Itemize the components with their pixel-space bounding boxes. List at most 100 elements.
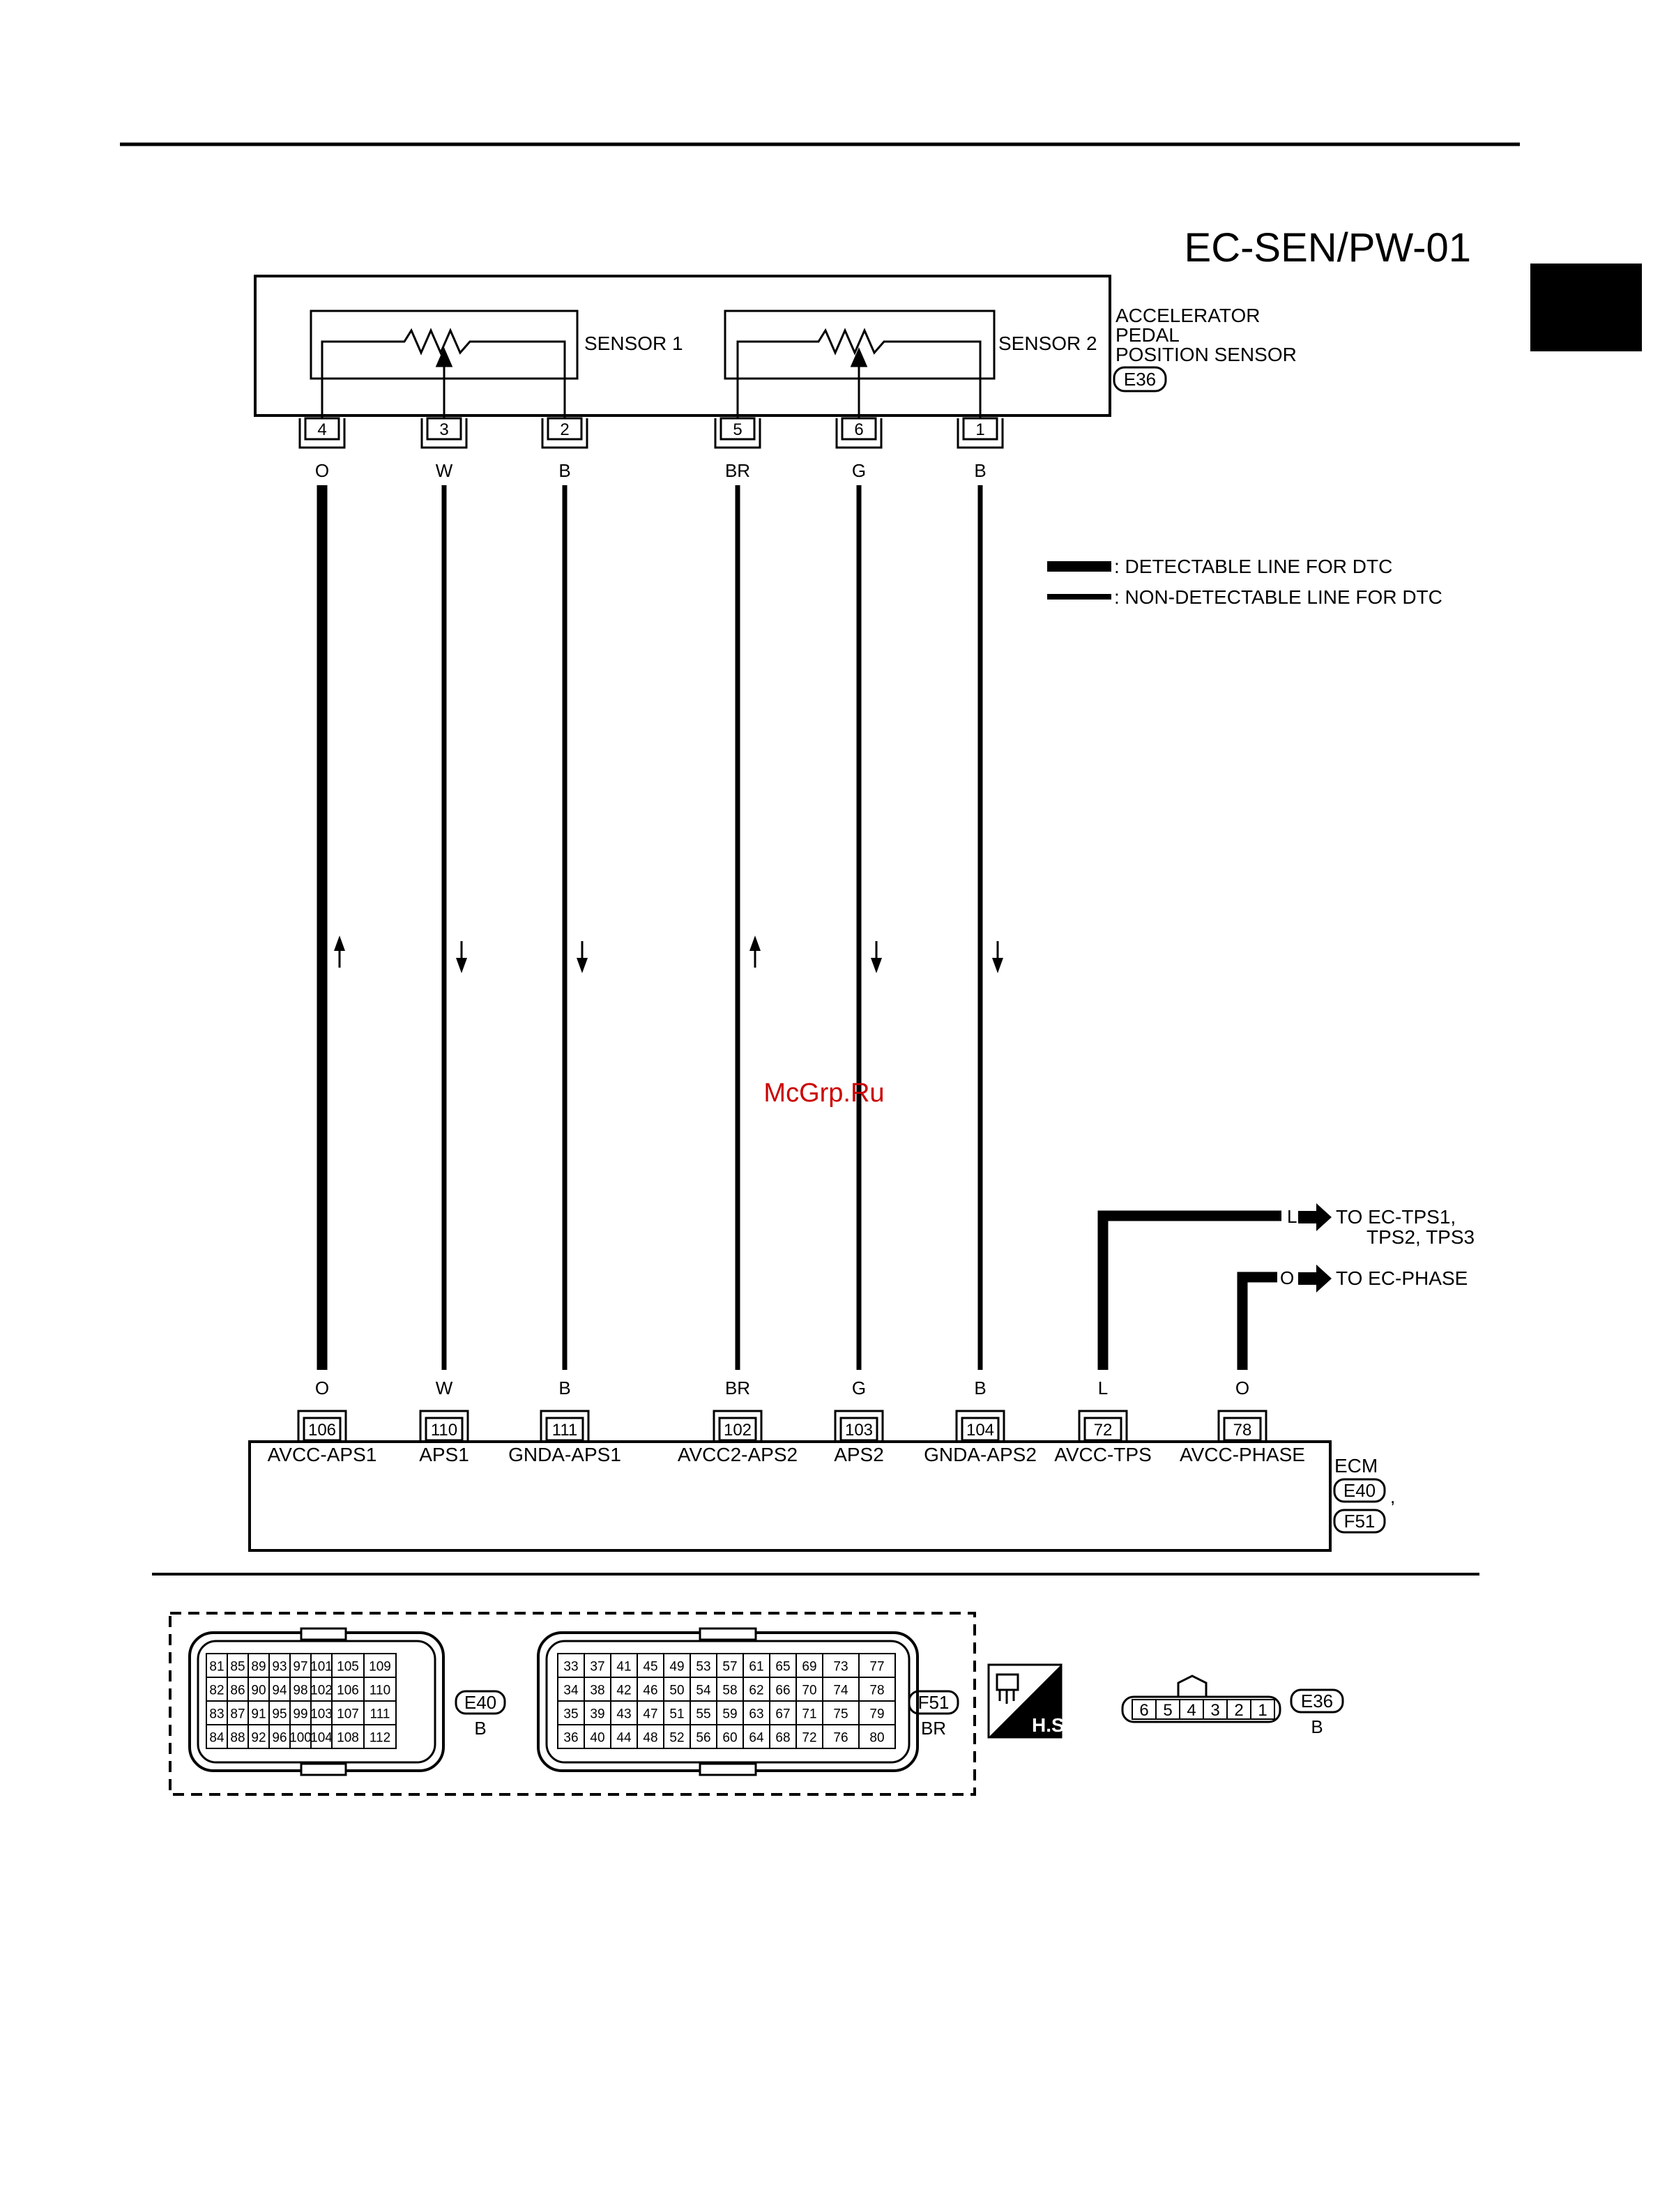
ecm-pin-number: 72 [1094, 1421, 1113, 1440]
sensor-pin-box [426, 417, 462, 441]
cavity-number: 96 [272, 1730, 287, 1745]
cavity-number: 73 [833, 1659, 848, 1674]
sensor1-potentiometer [321, 328, 566, 418]
sensor-terminal [298, 418, 346, 449]
cavity-number: 69 [802, 1659, 816, 1674]
cavity-number: 77 [869, 1659, 884, 1674]
branch-phase-color: O [1280, 1267, 1294, 1288]
ecm-pin-box [1223, 1417, 1262, 1442]
legend-detectable-swatch [1047, 561, 1111, 572]
watermark: McGrp.Ru [763, 1078, 884, 1108]
wire-color-top: W [436, 460, 453, 481]
sensor-connector-id: E36 [1124, 369, 1156, 390]
sensor-terminal [420, 418, 468, 449]
ecm-pin-label: AVCC-PHASE [1180, 1444, 1305, 1465]
wire-circuit: 2BB [541, 417, 588, 1398]
e40-color: B [474, 1718, 486, 1739]
cavity-number: 71 [802, 1707, 816, 1721]
cavity-number: 65 [775, 1659, 790, 1674]
ecm-connector-separator: , [1390, 1486, 1395, 1507]
ecm-pin-label: AVCC2-APS2 [678, 1444, 798, 1465]
ecm-pin-label: AVCC-APS1 [268, 1444, 377, 1465]
cavity-number: 34 [563, 1683, 579, 1698]
ecm-connector-id-1: E40 [1343, 1480, 1376, 1501]
sensor-name-line-3: POSITION SENSOR [1115, 344, 1297, 365]
cavity-number: 104 [310, 1730, 333, 1745]
cavity-number: 51 [669, 1707, 684, 1721]
sensor-pin-number: 2 [560, 420, 569, 439]
sensor-name-line-1: ACCELERATOR [1115, 305, 1260, 326]
sensor-pin-number: 6 [854, 420, 863, 439]
ecm-pin-box [961, 1417, 1000, 1442]
cavity-number: 50 [669, 1683, 684, 1698]
cavity-number: 37 [590, 1659, 604, 1674]
cavity-number: 4 [1187, 1701, 1196, 1720]
cavity-number: 98 [293, 1683, 307, 1698]
f51-name-badge [908, 1690, 959, 1715]
cavity-number: 106 [337, 1683, 359, 1698]
cavity-number: 36 [563, 1730, 578, 1745]
ecm-terminal-bracket [1078, 1410, 1128, 1442]
cavity-number: 59 [722, 1707, 737, 1721]
cavity-number: 85 [230, 1659, 245, 1674]
ecm-pin-label: APS2 [834, 1444, 884, 1465]
cavity-number: 84 [209, 1730, 224, 1745]
cavity-number: 78 [869, 1683, 884, 1698]
wire-circuit: 4OO [298, 417, 346, 1398]
cavity-number: 87 [230, 1707, 245, 1721]
branch-phase-color-ecm: O [1235, 1378, 1249, 1398]
cavity-number: 88 [230, 1730, 245, 1745]
cavity-number: 74 [833, 1683, 848, 1698]
sensor-terminal [835, 418, 883, 449]
ecm-pin-label: AVCC-TPS [1054, 1444, 1152, 1465]
connector-cavity [1250, 1699, 1275, 1720]
ecm-pin-number: 104 [966, 1421, 994, 1440]
e36-name: E36 [1301, 1691, 1333, 1711]
sensor-box [254, 275, 1111, 417]
ecm-pin-box [425, 1417, 464, 1442]
branch-phase-arrow-icon [1298, 1265, 1332, 1292]
cavity-number: 1 [1258, 1701, 1267, 1720]
cavity-number: 107 [337, 1707, 359, 1721]
cavity-number: 67 [775, 1707, 790, 1721]
branch-tps-arrow-icon [1298, 1203, 1332, 1231]
branch-phase-target: TO EC-PHASE [1336, 1267, 1468, 1289]
page-title: EC-SEN/PW-01 [1185, 225, 1471, 270]
cavity-number: 72 [802, 1730, 816, 1745]
cavity-number: 92 [251, 1730, 266, 1745]
cavity-number: 103 [310, 1707, 333, 1721]
cavity-number: 109 [369, 1659, 391, 1674]
cavity-number: 40 [590, 1730, 604, 1745]
cavity-number: 66 [775, 1683, 790, 1698]
cavity-number: 39 [590, 1707, 604, 1721]
ecm-pin-label: GNDA-APS2 [924, 1444, 1037, 1465]
cavity-number: 33 [563, 1659, 578, 1674]
ecm-pin-number: 78 [1233, 1421, 1252, 1440]
ecm-pin-label: APS1 [419, 1444, 469, 1465]
ecm-connector-id-2: F51 [1344, 1511, 1376, 1532]
cavity-number: 63 [749, 1707, 763, 1721]
ecm-pin-number: 111 [552, 1421, 577, 1440]
branch-tps-target-2: TPS2, TPS3 [1366, 1226, 1475, 1248]
branch-tps-target-1: TO EC-TPS1, [1336, 1206, 1456, 1228]
branch-tps-color-ecm: L [1098, 1378, 1108, 1398]
ecm-pin-number: 102 [724, 1421, 752, 1440]
ecm-pin-number: 106 [308, 1421, 336, 1440]
cavity-number: 108 [337, 1730, 359, 1745]
sensor-pin-box [841, 417, 877, 441]
hs-label: H.S. [1032, 1714, 1069, 1736]
cavity-number: 44 [616, 1730, 632, 1745]
ecm-pin-box [1083, 1417, 1122, 1442]
f51-name: F51 [918, 1692, 950, 1713]
sensor-pin-box [304, 417, 340, 441]
cavity-number: 90 [251, 1683, 266, 1698]
cavity-number: 41 [616, 1659, 631, 1674]
